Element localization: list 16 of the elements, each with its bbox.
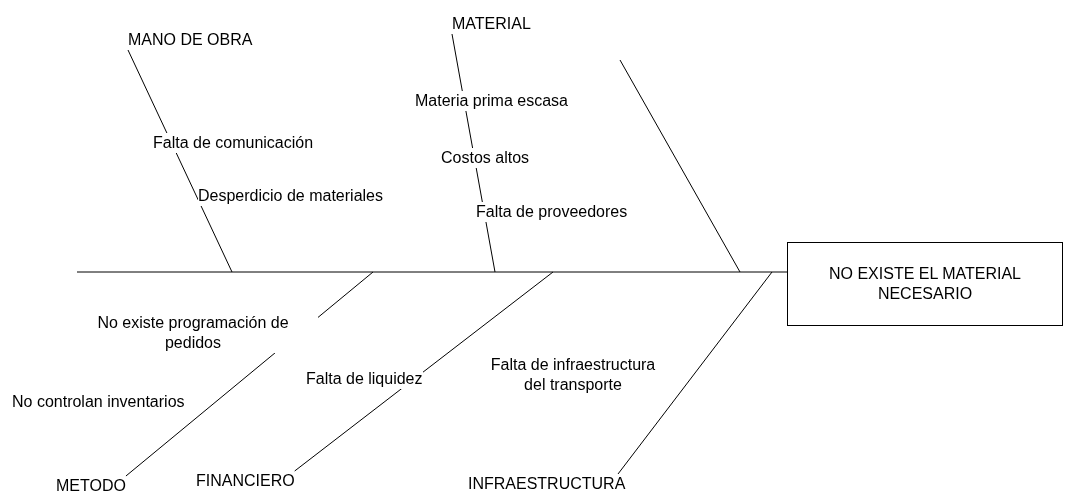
spine-line bbox=[76, 271, 788, 273]
category-label: METODO bbox=[56, 476, 126, 496]
cause-label: Falta de proveedores bbox=[476, 202, 628, 222]
cause-label: Costos altos bbox=[441, 148, 530, 168]
category-label: MATERIAL bbox=[452, 14, 531, 34]
category-label: FINANCIERO bbox=[196, 471, 295, 491]
bone-line bbox=[127, 49, 233, 273]
category-label: MANO DE OBRA bbox=[128, 30, 253, 50]
cause-label: Falta de liquidez bbox=[306, 369, 423, 389]
cause-label: Desperdicio de materiales bbox=[198, 186, 383, 206]
cause-label: Materia prima escasa bbox=[415, 91, 568, 111]
bone-line bbox=[294, 271, 554, 472]
category-label: INFRAESTRUCTURA bbox=[468, 474, 626, 494]
effect-box: NO EXISTE EL MATERIAL NECESARIO bbox=[787, 242, 1063, 326]
cause-label: Falta de comunicación bbox=[153, 133, 314, 153]
bone-line bbox=[617, 271, 773, 475]
